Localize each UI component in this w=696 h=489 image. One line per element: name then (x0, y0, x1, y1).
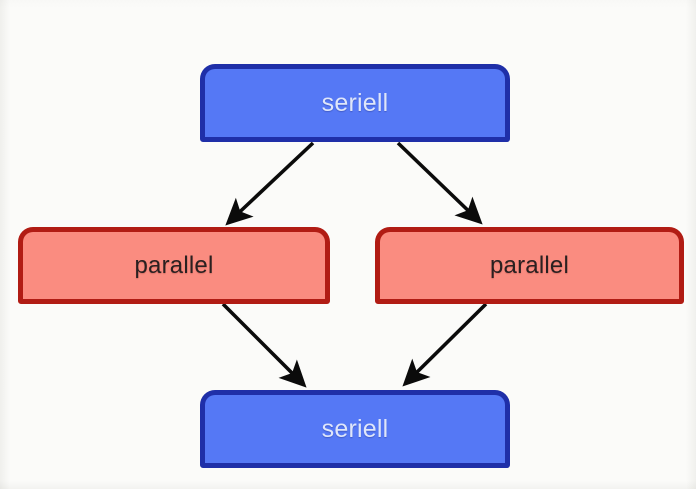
node-parallel-left[interactable]: parallel (18, 227, 330, 304)
node-parallel-right-label: parallel (490, 251, 569, 279)
edge-left-to-bottom (221, 302, 307, 388)
edge-top-to-left (225, 141, 315, 226)
node-parallel-left-label: parallel (134, 251, 214, 279)
edge-right-to-bottom (402, 302, 488, 387)
node-serial-top[interactable]: seriell (200, 64, 510, 142)
node-serial-bottom[interactable]: seriell (200, 390, 510, 468)
node-serial-bottom-label: seriell (321, 414, 389, 443)
node-serial-top-label: seriell (321, 88, 389, 117)
edge-top-to-right (396, 141, 483, 225)
node-parallel-right[interactable]: parallel (375, 227, 684, 304)
